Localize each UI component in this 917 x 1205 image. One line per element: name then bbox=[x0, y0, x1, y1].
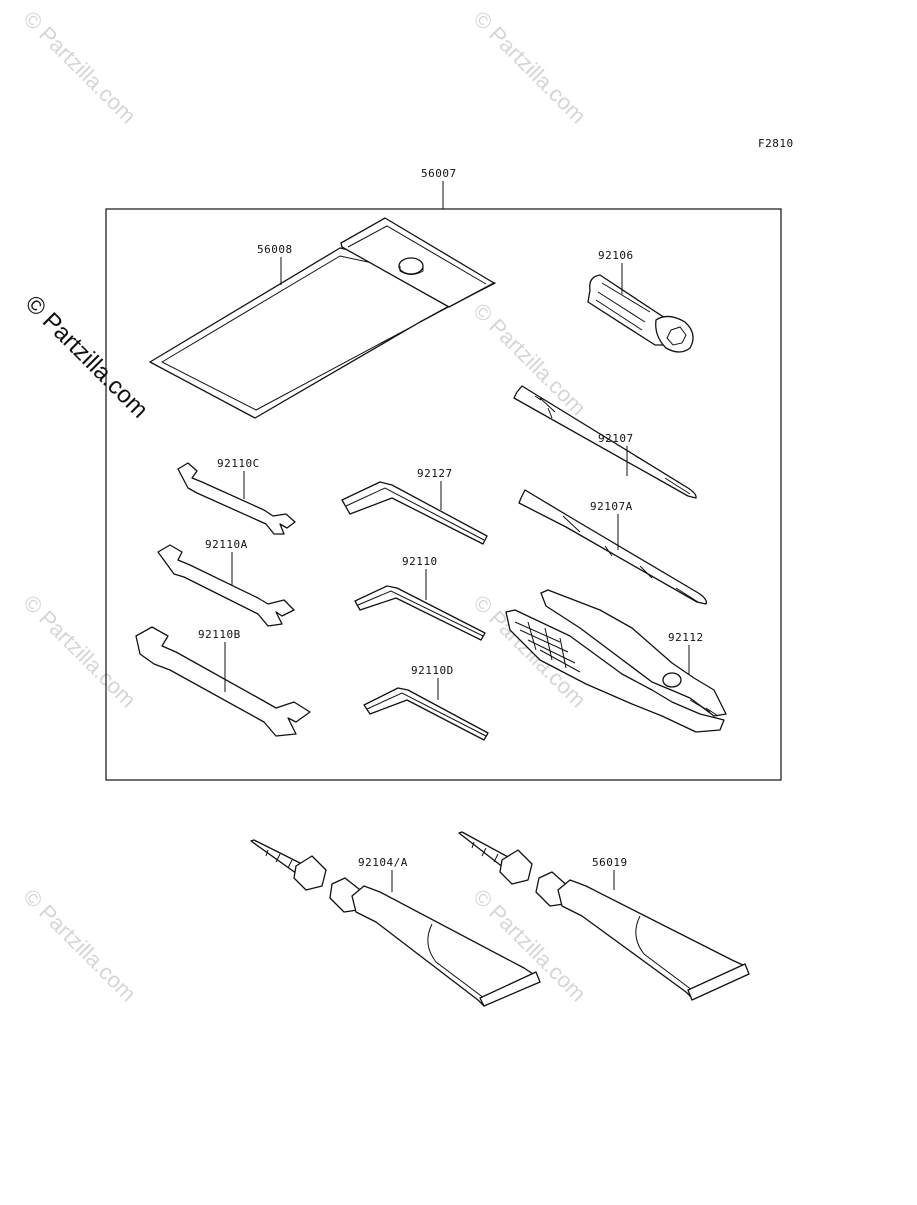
part-label: 92107A bbox=[590, 500, 633, 513]
part-label: 92127 bbox=[417, 467, 453, 480]
part-label: 92112 bbox=[668, 631, 704, 644]
part-label-kit: 56007 bbox=[421, 167, 457, 180]
medium-open-wrench bbox=[157, 544, 295, 627]
large-open-wrench bbox=[135, 626, 311, 737]
part-label: 92110A bbox=[205, 538, 248, 551]
phillips-screwdriver bbox=[513, 385, 697, 499]
watermark: © Partzilla.com bbox=[18, 884, 141, 1007]
part-label: 92110B bbox=[198, 628, 241, 641]
tool-pouch bbox=[149, 217, 496, 419]
large-hex-key bbox=[341, 481, 488, 545]
part-label: 92110D bbox=[411, 664, 454, 677]
figure-code: F2810 bbox=[758, 137, 794, 150]
kit-frame bbox=[105, 208, 782, 781]
part-label: 56019 bbox=[592, 856, 628, 869]
medium-hex-key bbox=[354, 585, 486, 641]
watermark: © Partzilla.com bbox=[18, 6, 141, 129]
watermark-dark: © Partzilla.com bbox=[20, 290, 153, 423]
part-label: 92106 bbox=[598, 249, 634, 262]
small-open-wrench bbox=[177, 462, 296, 535]
watermark: © Partzilla.com bbox=[468, 6, 591, 129]
grease-tube-right bbox=[458, 831, 750, 1001]
watermark: © Partzilla.com bbox=[18, 590, 141, 713]
part-label: 92107 bbox=[598, 432, 634, 445]
part-label: 56008 bbox=[257, 243, 293, 256]
flat-screwdriver bbox=[518, 489, 708, 605]
small-hex-key bbox=[363, 687, 489, 741]
part-label: 92110 bbox=[402, 555, 438, 568]
part-label: 92104/A bbox=[358, 856, 408, 869]
spark-plug-wrench bbox=[587, 274, 694, 353]
part-label: 92110C bbox=[217, 457, 260, 470]
grease-tube-left bbox=[250, 839, 541, 1007]
pliers bbox=[505, 589, 727, 733]
